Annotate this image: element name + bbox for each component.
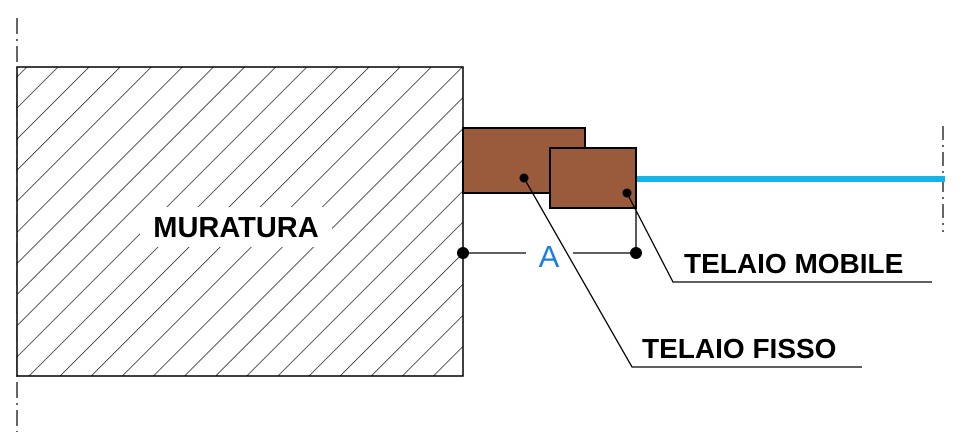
- moving-frame-label: TELAIO MOBILE: [684, 248, 903, 279]
- wall-label-mask: [140, 207, 332, 247]
- dimension-a: A: [457, 208, 642, 274]
- wall-label: MURATURA: [153, 212, 318, 244]
- dimension-label: A: [539, 239, 560, 274]
- moving-frame-leader: [622, 188, 932, 283]
- moving-frame: [549, 147, 637, 209]
- wall-section: MURATURA: [16, 66, 464, 377]
- dimension-end-dot: [630, 247, 642, 259]
- fixed-frame-leader: [519, 173, 862, 368]
- fixed-frame-label: TELAIO FISSO: [642, 333, 836, 364]
- dimension-start-dot: [457, 247, 469, 259]
